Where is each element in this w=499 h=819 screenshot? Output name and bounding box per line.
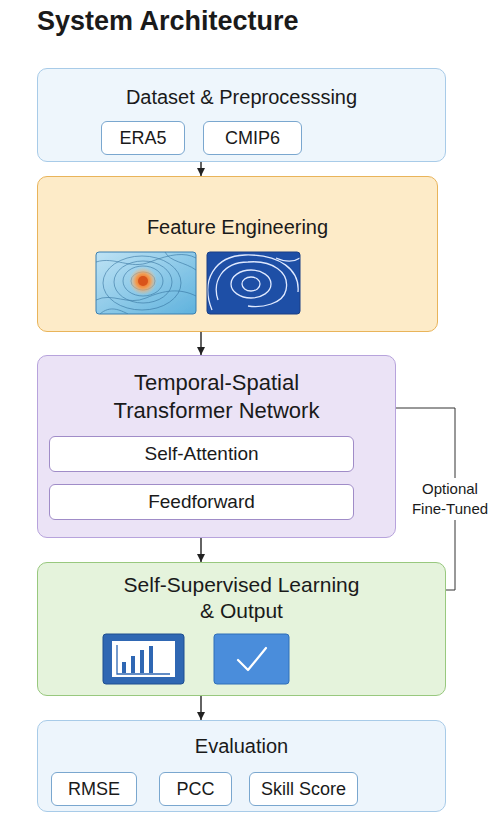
diagram-title: System Architecture [37,6,299,37]
metric-box: Skill Score [249,772,358,806]
box-label: ERA5 [119,128,166,149]
stage-heading: Feature Engineering [48,215,428,240]
stage-heading: Evaluation [52,734,432,759]
flow-arrow [200,696,201,720]
stage-panel: Temporal-Spatial Transformer NetworkSelf… [37,355,396,538]
stage-heading: Temporal-Spatial Transformer Network [97,369,337,424]
flow-arrow [200,162,201,176]
dataset-box: ERA5 [101,121,185,155]
box-label: Skill Score [261,779,346,800]
metric-box: RMSE [51,772,137,806]
stage-heading: Dataset & Preprocesssing [52,85,432,110]
box-label: RMSE [68,779,120,800]
stage-panel: Self-Supervised Learning & Output [37,562,446,696]
flow-arrow [200,538,201,562]
dataset-box: CMIP6 [203,121,302,155]
map-frame [96,252,196,314]
metric-box: PCC [159,772,232,806]
bar-chart-icon [103,634,184,684]
stage-panel: Feature Engineering [37,176,438,332]
box-label: PCC [176,779,214,800]
layer-box: Self-Attention [49,436,354,472]
box-label: CMIP6 [225,128,280,149]
stage-panel: EvaluationRMSE PCC Skill Score [37,720,446,812]
box-label: Feedforward [148,491,255,513]
stage-heading: Self-Supervised Learning & Output [119,572,365,625]
check-icon [214,634,289,684]
stage-panel: Dataset & PreprocesssingERA5 CMIP6 [37,68,446,162]
layer-box: Feedforward [49,484,354,520]
flow-arrow [200,332,201,355]
box-label: Self-Attention [144,443,258,465]
contour-map [207,252,300,314]
contour-map [96,252,196,314]
edge-label: Optional Fine-Tuned [406,478,494,521]
map-frame [207,252,300,314]
